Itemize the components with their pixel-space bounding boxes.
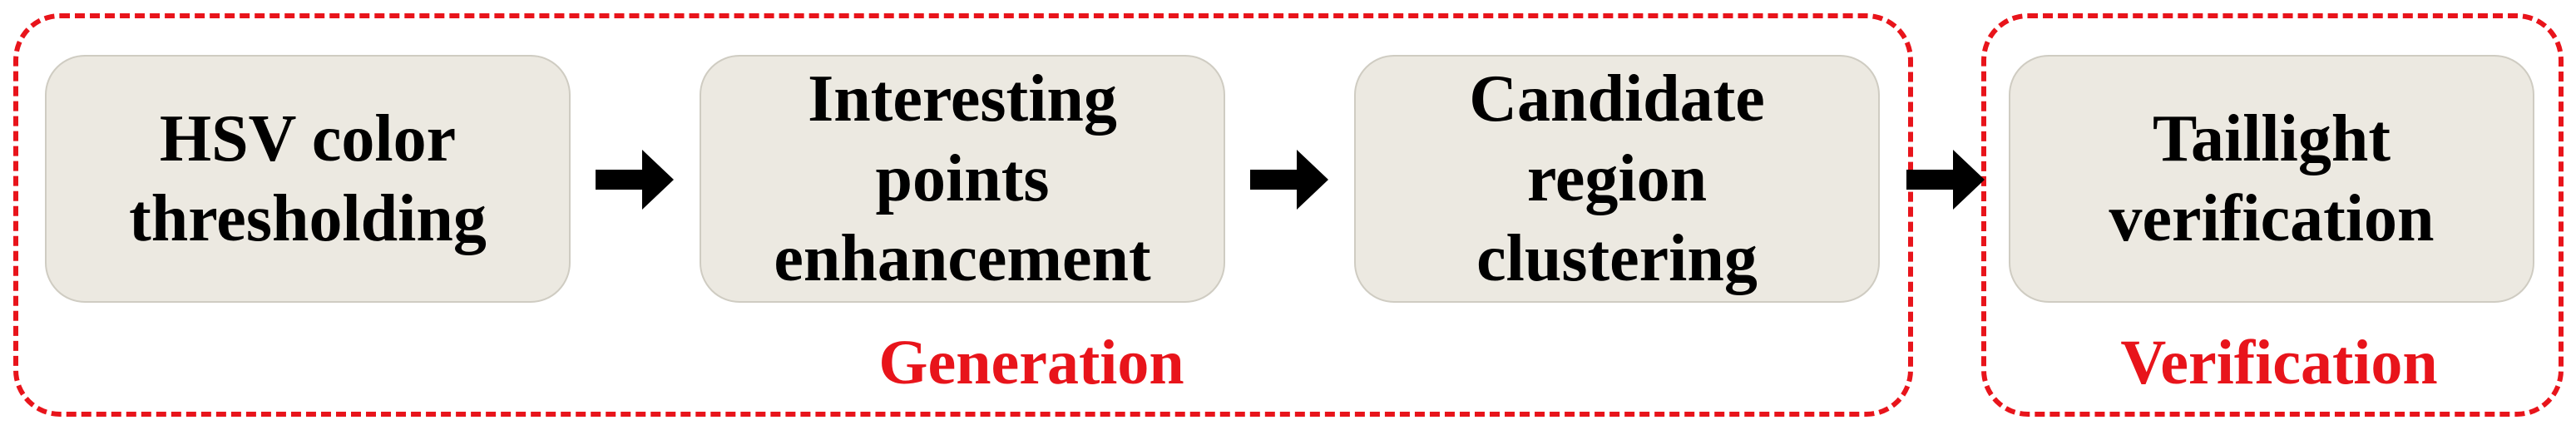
step-label: Candidate region clustering bbox=[1469, 62, 1765, 295]
verification-label: Verification bbox=[2120, 328, 2438, 398]
generation-group bbox=[13, 13, 1913, 417]
step-candidate-region-clustering: Candidate region clustering bbox=[1354, 55, 1880, 303]
right-arrow-icon bbox=[1250, 150, 1328, 210]
verification-group bbox=[1981, 13, 2564, 417]
step-label: Interesting points enhancement bbox=[774, 62, 1151, 295]
step-interesting-points-enhancement: Interesting points enhancement bbox=[700, 55, 1225, 303]
right-arrow-icon bbox=[1906, 150, 1985, 210]
step-label: HSV color thresholding bbox=[129, 102, 487, 255]
step-hsv-color-thresholding: HSV color thresholding bbox=[45, 55, 571, 303]
generation-label: Generation bbox=[878, 328, 1184, 398]
step-label: Taillight verification bbox=[2109, 102, 2435, 255]
right-arrow-icon bbox=[596, 150, 674, 210]
step-taillight-verification: Taillight verification bbox=[2009, 55, 2534, 303]
